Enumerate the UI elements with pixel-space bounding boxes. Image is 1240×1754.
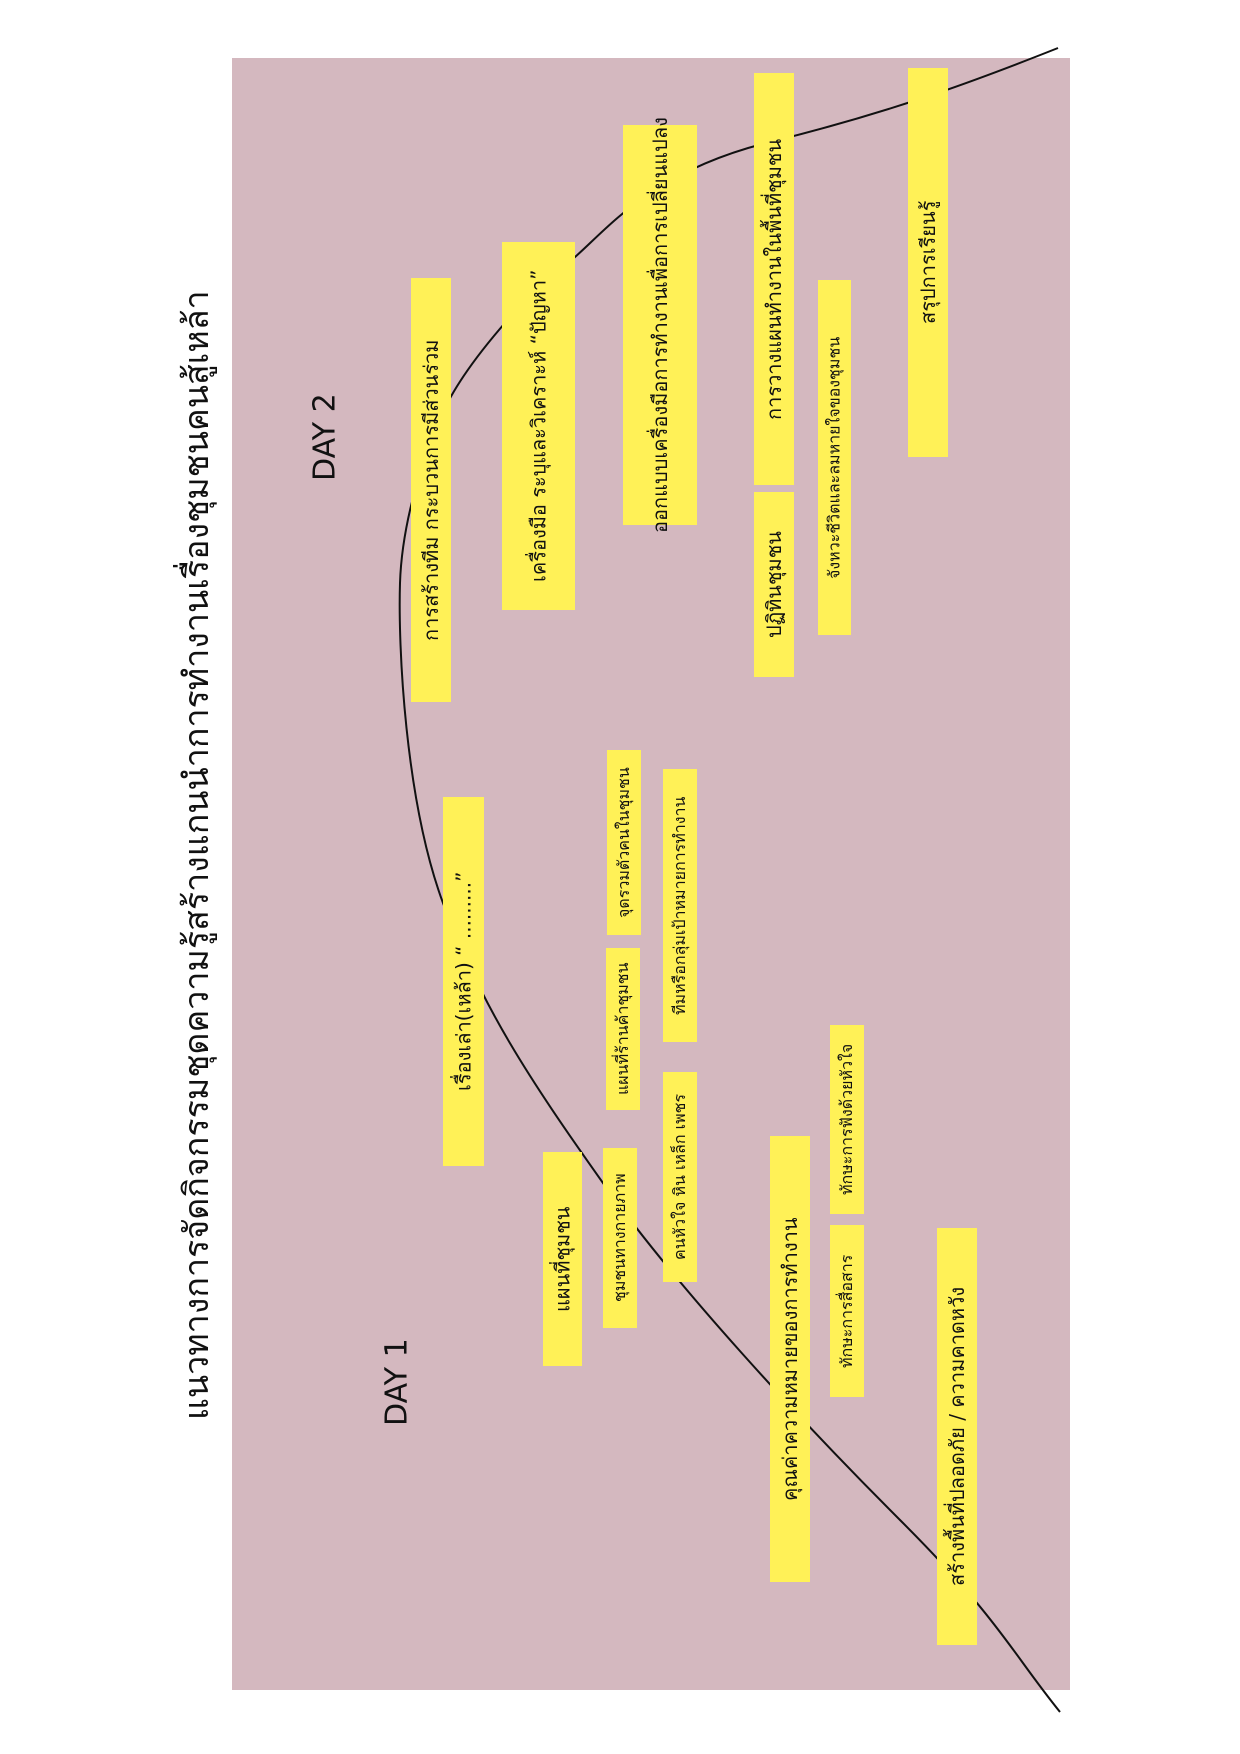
note-communication-skill: ทักษะการสื่อสาร — [830, 1225, 864, 1397]
note-design-tools: ออกแบบเครื่องมือการทำงาน เพื่อการเปลี่ยน… — [623, 117, 697, 533]
note-target-group: ทีมหรือกลุ่มเป้าหมายการทำงาน — [663, 769, 697, 1042]
note-work-value: คุณค่าความหมายของการทำงาน — [770, 1136, 810, 1582]
day1-label: DAY 1 — [379, 1338, 415, 1427]
note-safe-space: สร้างพื้นที่ปลอดภัย / ความคาดหวัง — [937, 1228, 977, 1645]
note-line: เพื่อการเปลี่ยนแปลง — [648, 116, 672, 288]
day2-label: DAY 2 — [307, 393, 343, 482]
note-physical-community: ชุมชนทางกายภาพ — [603, 1148, 637, 1328]
note-listening-skill: ทักษะการฟังด้วยหัวใจ — [830, 1025, 864, 1214]
page-title: แนวทางการจัดกิจกรรมชุดความรู้สร้างแกนนำก… — [177, 290, 217, 1420]
note-community-calendar: ปฏิทินชุมชน — [754, 492, 794, 677]
note-line: เครื่องมือ ระบุ — [526, 464, 551, 583]
note-team-building: การสร้างทีม กระบวนการมีส่วนร่วม — [411, 278, 451, 702]
note-line: และวิเคราะห์ “ปัญหา” — [526, 269, 551, 464]
note-heart-types: คนหัวใจ หิน เหล็ก เพชร — [663, 1072, 697, 1282]
note-community-planning: การวางแผนทำงานในพื้นที่ชุมชน — [754, 73, 794, 485]
note-problem-analysis-tool: เครื่องมือ ระบุ และวิเคราะห์ “ปัญหา” — [502, 242, 575, 610]
note-line: ออกแบบเครื่องมือการทำงาน — [648, 287, 672, 534]
note-learning-summary: สรุปการเรียนรู้ — [908, 68, 948, 457]
note-story: เรื่องเล่า(เหล้า) “ .........” — [443, 797, 484, 1166]
note-shop-map: แผนที่ร้านค้าชุมชน — [606, 948, 640, 1110]
note-community-map: แผนที่ชุมชน — [543, 1152, 582, 1366]
note-gathering-points: จุดรวมตัวคนในชุมชน — [607, 750, 641, 935]
note-community-rhythm: จังหวะชีวิตและลมหายใจของชุมชน — [818, 280, 851, 635]
